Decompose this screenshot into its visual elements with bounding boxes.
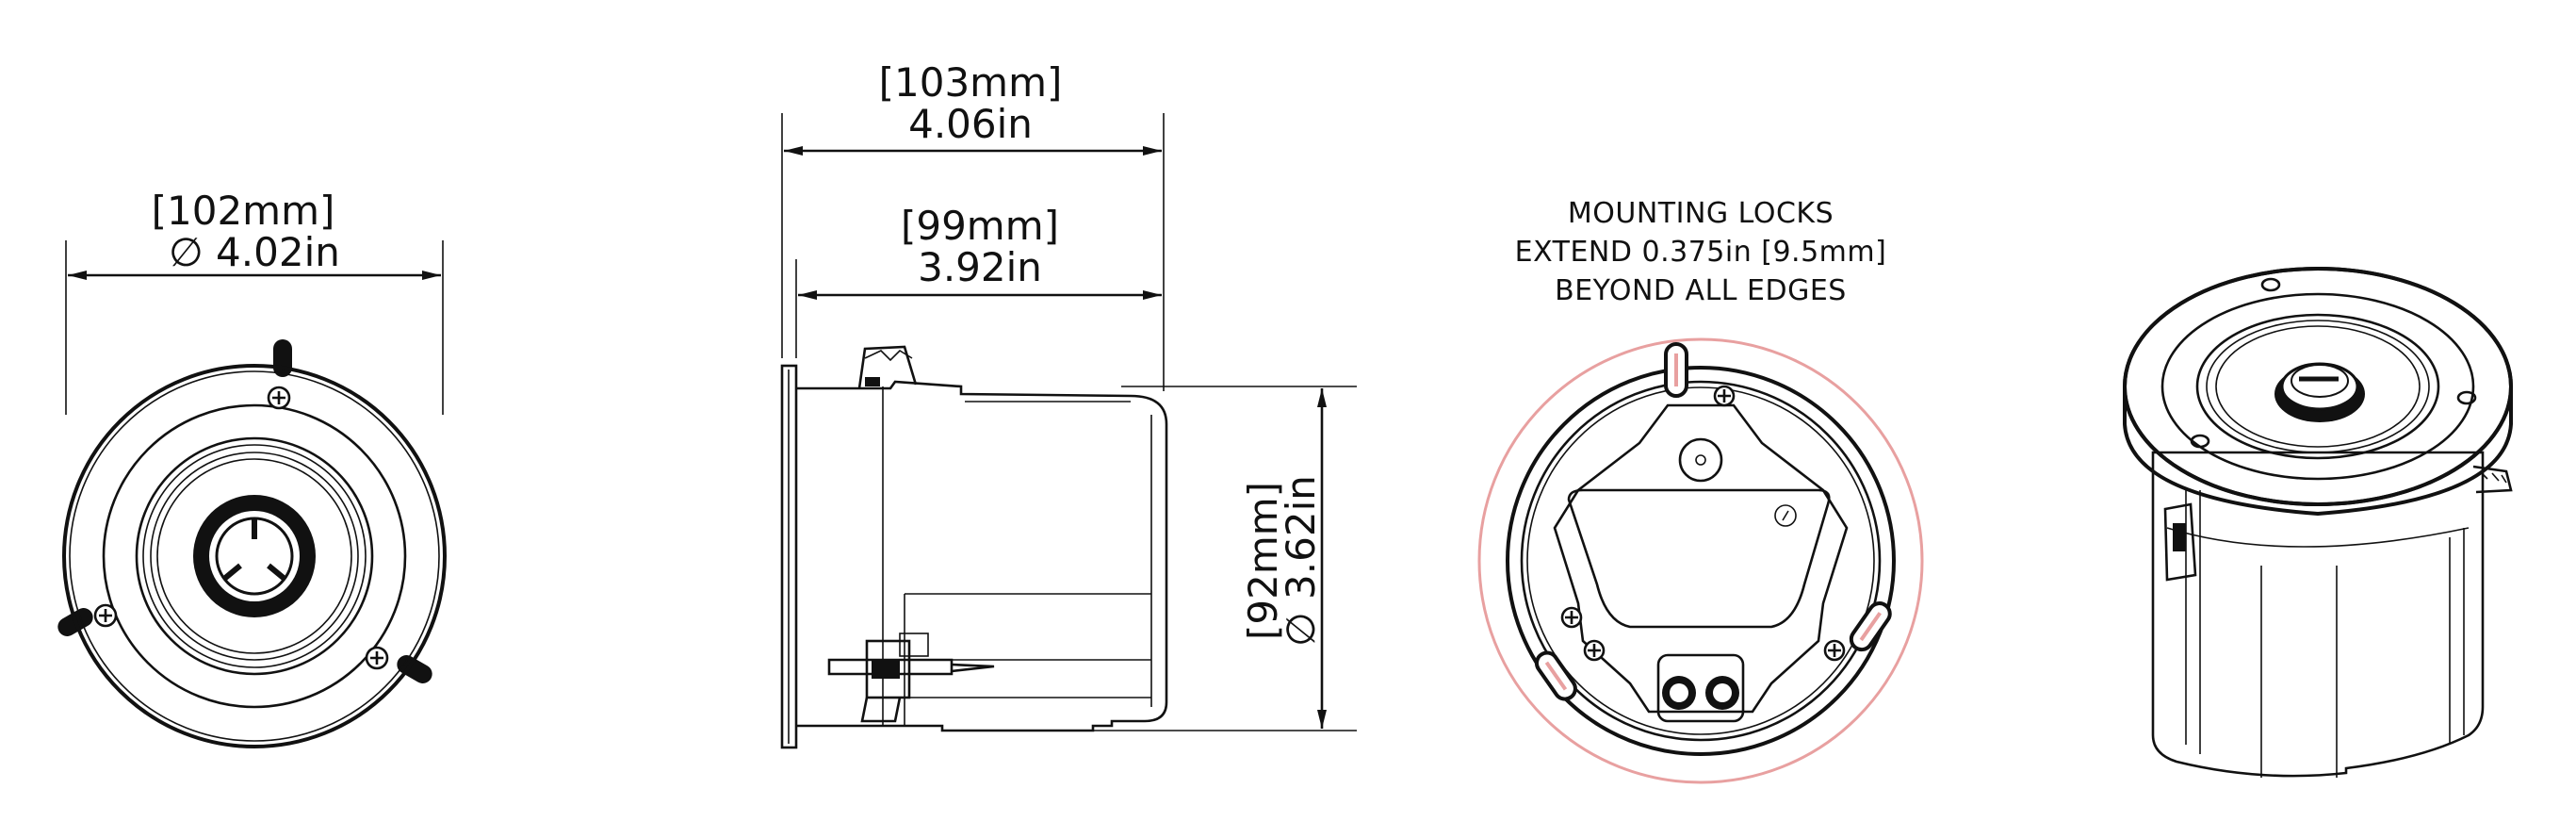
front-diameter-imperial: ∅ 4.02in (169, 229, 340, 275)
note-line-3: BEYOND ALL EDGES (1555, 274, 1847, 307)
front-diameter-dimension: [102mm] ∅ 4.02in (65, 188, 444, 415)
lock-extent-circle (1477, 337, 1924, 784)
side-view: [103mm] 4.06in [99mm] 3.92in [92mm] ∅ 3.… (780, 59, 1357, 749)
front-view: [102mm] ∅ 4.02in (57, 188, 447, 748)
speaker-isometric-icon (2123, 267, 2513, 778)
can-diameter-metric: [92mm] (1240, 482, 1286, 640)
mounting-lock-top (1664, 342, 1688, 398)
overall-depth-metric: [103mm] (879, 59, 1063, 106)
can-depth-dimension: [99mm] 3.92in (795, 203, 1162, 358)
overall-depth-dimension: [103mm] 4.06in (781, 59, 1165, 391)
isometric-view (2123, 267, 2513, 778)
note-line-1: MOUNTING LOCKS (1568, 197, 1834, 230)
mounting-lock-left (1534, 650, 1577, 701)
speaker-front-icon (57, 339, 447, 748)
rear-view: MOUNTING LOCKS EXTEND 0.375in [9.5mm] BE… (1477, 197, 1924, 784)
mounting-lock-note: MOUNTING LOCKS EXTEND 0.375in [9.5mm] BE… (1515, 197, 1887, 307)
mounting-lock-right (1849, 601, 1892, 652)
can-depth-metric: [99mm] (901, 203, 1059, 249)
speaker-rear-icon (1477, 337, 1924, 784)
can-diameter-dimension: [92mm] ∅ 3.62in (1084, 386, 1357, 731)
can-diameter-imperial: ∅ 3.62in (1278, 475, 1324, 647)
overall-depth-imperial: 4.06in (908, 101, 1033, 147)
front-diameter-metric: [102mm] (152, 188, 335, 234)
speaker-side-icon (780, 345, 1168, 749)
can-depth-imperial: 3.92in (918, 244, 1042, 290)
note-line-2: EXTEND 0.375in [9.5mm] (1515, 236, 1887, 269)
